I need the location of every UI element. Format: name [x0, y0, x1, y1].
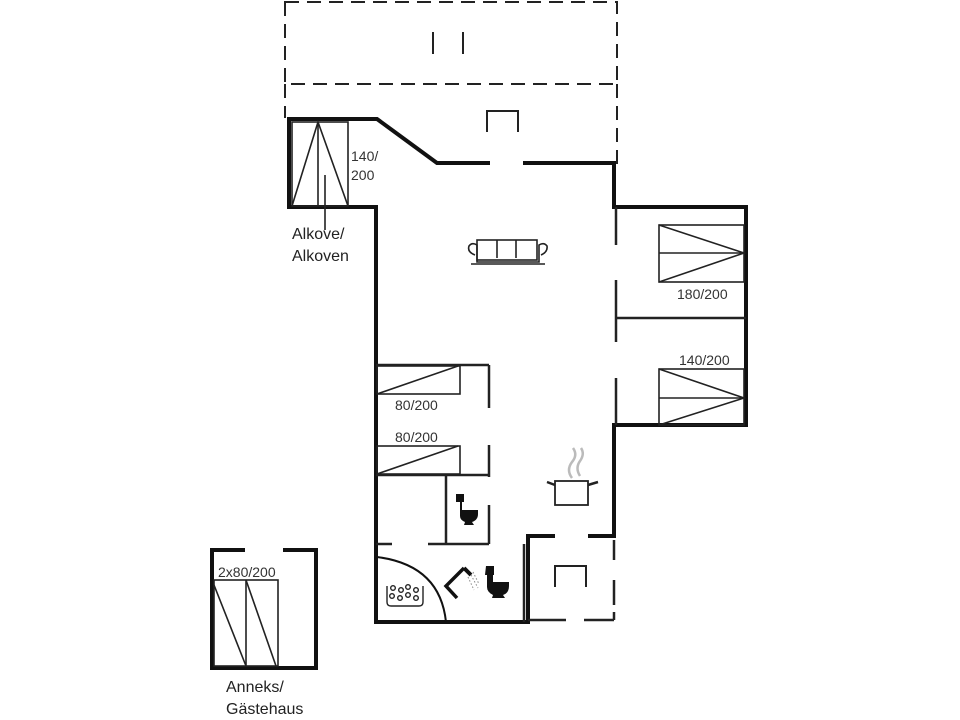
sofa-icon	[467, 239, 548, 265]
whirlpool-icon	[386, 584, 424, 607]
alcove-bed-size: 140/ 200	[351, 147, 378, 185]
terrace-outline	[284, 1, 618, 165]
alcove-room-label-line2: Alkoven	[292, 248, 349, 265]
bedroom-1-bed-size: 180/200	[677, 286, 728, 302]
utility-step	[554, 565, 587, 587]
cooking-pot-icon	[546, 447, 599, 506]
toilet-icon	[485, 566, 509, 598]
beds	[213, 119, 747, 667]
alcove-bed-size-line1: 140/	[351, 148, 379, 164]
entrance-step	[486, 110, 519, 132]
annex-walls	[210, 548, 318, 670]
shower-icon	[443, 566, 480, 600]
terrace-marks	[432, 32, 464, 54]
bedroom-3-bed-size: 80/200	[395, 397, 438, 413]
exterior-walls	[287, 117, 748, 624]
interior-walls	[376, 207, 746, 622]
bedroom-2-bed-size: 140/200	[679, 352, 730, 368]
toilet-icon	[456, 494, 478, 525]
bedroom-4-bed-size: 80/200	[395, 429, 438, 445]
shower-door-arc	[376, 556, 447, 623]
annex-bed-size: 2x80/200	[218, 564, 276, 580]
annex-room-label-line2: Gästehaus	[226, 701, 304, 718]
alcove-bed-size-line2: 200	[351, 167, 375, 183]
alcove-room-label-line1: Alkove/	[292, 226, 345, 243]
annex-room-label: Anneks/ Gästehaus	[226, 677, 303, 720]
alcove-room-label: Alkove/ Alkoven	[292, 224, 349, 268]
annex-room-label-line1: Anneks/	[226, 679, 284, 696]
